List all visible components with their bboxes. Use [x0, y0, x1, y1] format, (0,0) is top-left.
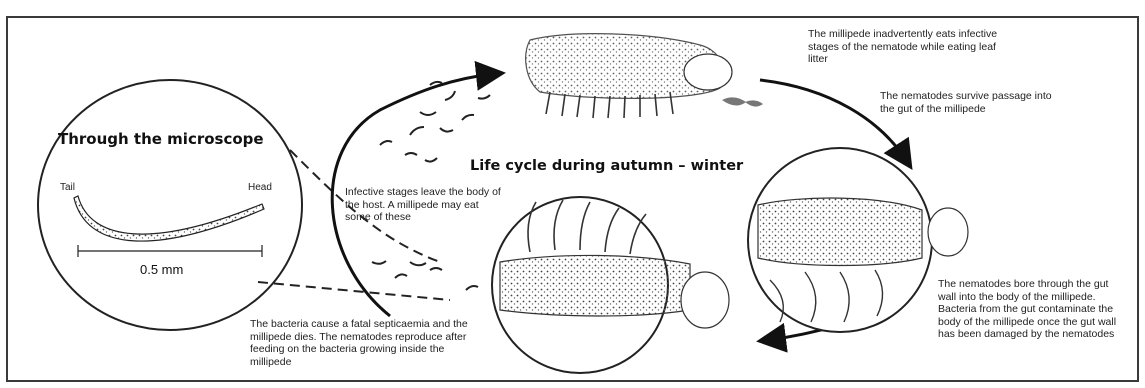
dashed-connector-bottom [258, 282, 450, 300]
microscope-title: Through the microscope [58, 130, 264, 148]
gut-cutaway-drawing [748, 148, 968, 332]
dead-millipede-drawing [492, 197, 729, 373]
microscope-view [38, 80, 302, 330]
caption-eats: The millipede inadvertently eats infecti… [808, 28, 1018, 66]
scale-label: 0.5 mm [140, 262, 183, 277]
tail-label: Tail [60, 182, 75, 193]
caption-passage: The nematodes survive passage into the g… [880, 90, 1060, 115]
caption-bore: The nematodes bore through the gut wall … [938, 278, 1128, 341]
caption-bacteria: The bacteria cause a fatal septicaemia a… [250, 318, 480, 368]
head-label: Head [248, 182, 272, 193]
millipede-eating-drawing [526, 34, 763, 118]
scale-bar [78, 245, 262, 257]
nematode-worm-drawing [74, 196, 264, 241]
cycle-title: Life cycle during autumn – winter [470, 158, 743, 174]
caption-infective: Infective stages leave the body of the h… [345, 186, 505, 224]
